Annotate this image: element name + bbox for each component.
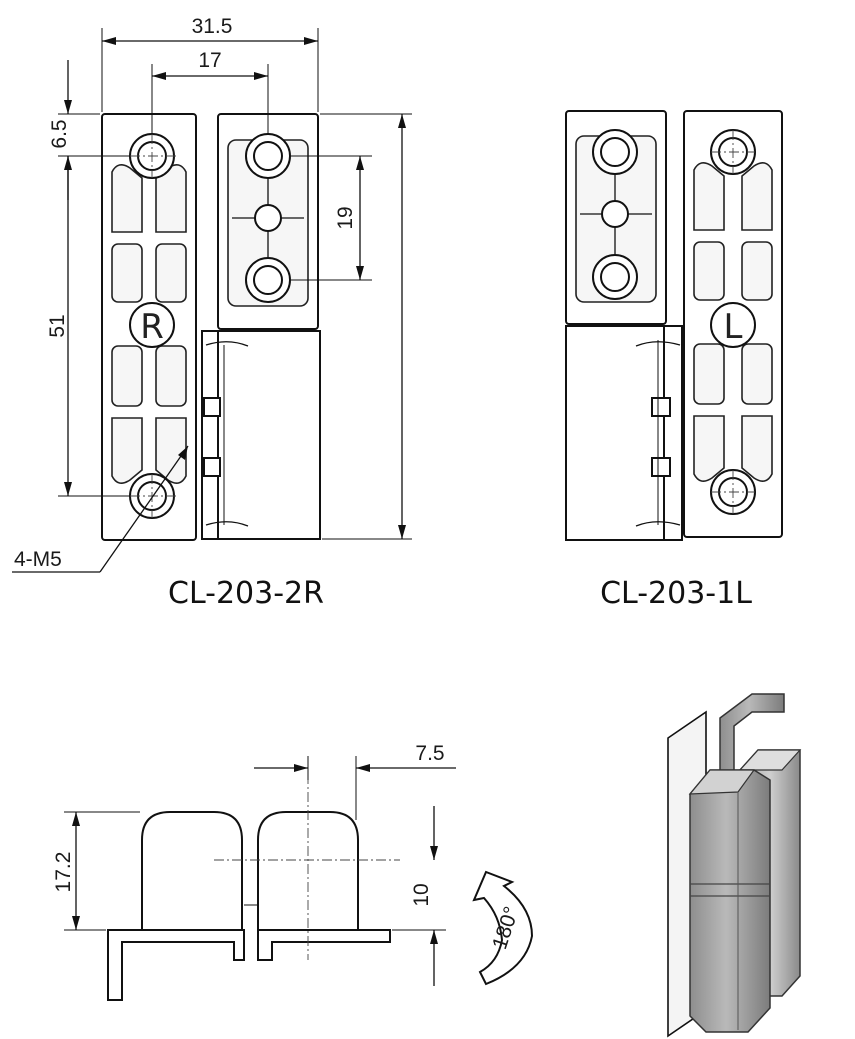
dimension-overall-height: 17.2 xyxy=(52,811,140,931)
svg-text:6.5: 6.5 xyxy=(48,119,71,148)
view-cl-203-2r: R 31.5 xyxy=(12,15,412,611)
dimension-barrel-height: 10 xyxy=(392,806,446,986)
dimension-overall-width: 31.5 xyxy=(101,15,319,112)
hand-mark-circle xyxy=(129,302,175,348)
view-side: 7.5 17.2 10 180° xyxy=(52,742,534,1001)
left-leaf xyxy=(565,110,667,325)
svg-text:4-M5: 4-M5 xyxy=(14,548,62,571)
hand-mark-circle xyxy=(710,302,756,348)
svg-text:10: 10 xyxy=(410,883,433,906)
dimension-hole-spacing-width: 17 xyxy=(151,49,269,134)
hand-mark-l: L xyxy=(724,307,743,347)
svg-text:19: 19 xyxy=(334,206,357,229)
thread-callout: 4-M5 xyxy=(12,445,189,573)
svg-text:51: 51 xyxy=(46,314,69,337)
right-leaf xyxy=(217,113,319,330)
svg-text:17.2: 17.2 xyxy=(52,852,75,893)
svg-text:31.5: 31.5 xyxy=(192,15,233,38)
dimension-overall-height-leaf xyxy=(320,113,412,540)
left-leaf: R xyxy=(101,113,197,541)
model-label-left: CL-203-1L xyxy=(600,576,752,611)
dimension-offset: 7.5 xyxy=(254,742,456,820)
dimension-hole-spacing-height: 51 xyxy=(46,156,130,497)
dimension-small-hole-spacing: 19 xyxy=(290,155,372,281)
rotation-arrow-icon: 180° xyxy=(472,870,534,986)
isometric-view xyxy=(667,693,802,1038)
barrel xyxy=(201,330,321,540)
svg-text:17: 17 xyxy=(198,49,221,72)
view-cl-203-1l: L CL-203-1L xyxy=(565,110,783,611)
hand-mark-r: R xyxy=(140,307,164,347)
barrel xyxy=(565,325,683,541)
svg-text:7.5: 7.5 xyxy=(415,742,444,765)
model-label-right: CL-203-2R xyxy=(168,576,324,611)
